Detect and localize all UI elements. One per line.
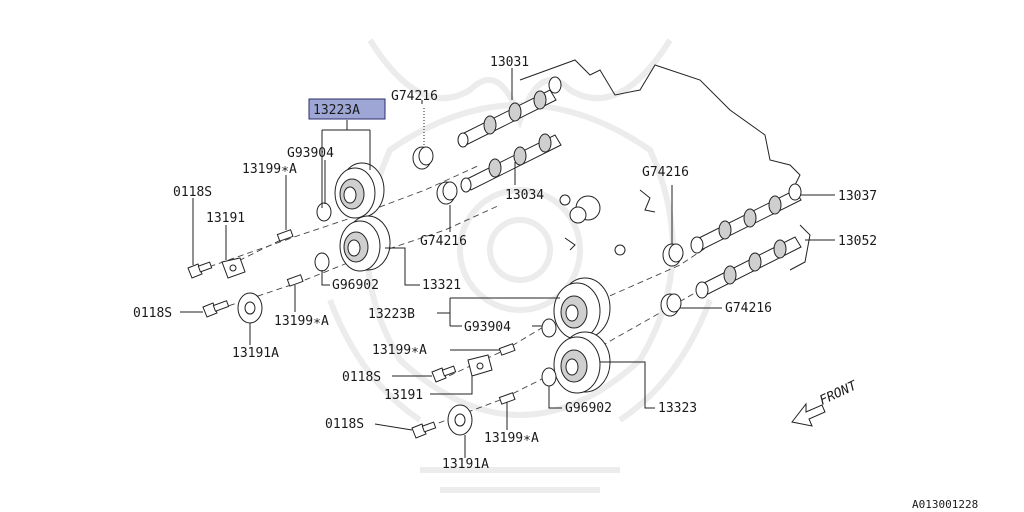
plate-13191-left[interactable] [221,257,246,279]
label-13199a-lower-left[interactable]: 13199∗A [274,314,329,329]
label-0118s-lower-right[interactable]: 0118S [325,417,364,432]
label-g74216-right-upper[interactable]: G74216 [642,165,689,180]
watermark-logo [327,38,713,493]
label-0118s-upper-right[interactable]: 0118S [342,370,381,385]
oil-seal-g74216-right-upper[interactable] [662,243,684,267]
label-13191a-left[interactable]: 13191A [232,346,279,361]
label-13191a-right[interactable]: 13191A [442,457,489,472]
label-g96902-right[interactable]: G96902 [565,401,612,416]
bolt-13199a-lower-right[interactable] [498,392,516,405]
label-13321[interactable]: 13321 [422,278,461,293]
cam-sprocket-13223b[interactable] [553,277,611,340]
cam-sprocket-13321[interactable] [339,215,391,272]
camshaft-13034[interactable] [460,133,562,193]
label-13037[interactable]: 13037 [838,189,877,204]
label-g74216-upper[interactable]: G74216 [391,89,438,104]
plate-13191-right[interactable] [467,354,493,377]
cam-sprocket-13323[interactable] [553,331,611,394]
bolt-13199a-upper-right[interactable] [498,343,516,356]
label-g74216-right-lower[interactable]: G74216 [725,301,772,316]
bolt-13199a-upper-left[interactable] [276,229,294,242]
valve-parts-small [559,189,656,256]
oil-seal-g74216-right-lower[interactable] [660,293,682,317]
o-ring-g96902-right[interactable] [541,367,557,387]
label-13323[interactable]: 13323 [658,401,697,416]
camshaft-13052[interactable] [695,236,802,299]
plate-13191a-right[interactable] [447,404,473,436]
label-13223a[interactable]: 13223A [313,103,360,118]
bolt-0118s-upper-left[interactable] [187,261,213,279]
highlight-box [308,98,386,120]
label-g74216-lower-left[interactable]: G74216 [420,234,467,249]
leader-lines [180,68,835,458]
bolt-0118s-lower-left[interactable] [202,300,230,318]
camshaft-13031[interactable] [457,76,562,148]
bolt-0118s-upper-right[interactable] [431,365,457,383]
front-label: FRONT [817,378,860,409]
label-0118s-lower-left[interactable]: 0118S [133,306,172,321]
front-arrow [791,402,826,427]
o-ring-g96902-left[interactable] [314,252,330,272]
diagram-id: A013001228 [912,498,978,511]
bolt-13199a-lower-left[interactable] [286,274,304,287]
label-13034[interactable]: 13034 [505,188,544,203]
label-13199a-upper-right[interactable]: 13199∗A [372,343,427,358]
label-13191-right[interactable]: 13191 [384,388,423,403]
oil-seal-g74216-upper[interactable] [412,146,434,170]
o-ring-g93904-right[interactable] [541,318,557,338]
bolt-0118s-lower-right[interactable] [411,421,437,439]
label-13031[interactable]: 13031 [490,55,529,70]
label-0118s-upper-left[interactable]: 0118S [173,185,212,200]
label-g93904-right[interactable]: G93904 [464,320,511,335]
cam-sprocket-13223a[interactable] [334,162,385,219]
plate-13191a-left[interactable] [237,292,263,324]
label-g93904-left[interactable]: G93904 [287,146,334,161]
cylinder-head-outline [519,59,811,271]
label-g96902-left[interactable]: G96902 [332,278,379,293]
oil-seal-g74216-lower[interactable] [436,181,458,205]
label-13199a-upper-left[interactable]: 13199∗A [242,162,297,177]
label-13191-left[interactable]: 13191 [206,211,245,226]
label-13052[interactable]: 13052 [838,234,877,249]
camshaft-13037[interactable] [690,183,802,254]
part-labels: 13223A 13031 G74216 G93904 13199∗A 0118S… [133,55,978,511]
o-ring-g93904-left[interactable] [316,202,332,222]
label-13223b[interactable]: 13223B [368,307,415,322]
label-13199a-lower-right[interactable]: 13199∗A [484,431,539,446]
